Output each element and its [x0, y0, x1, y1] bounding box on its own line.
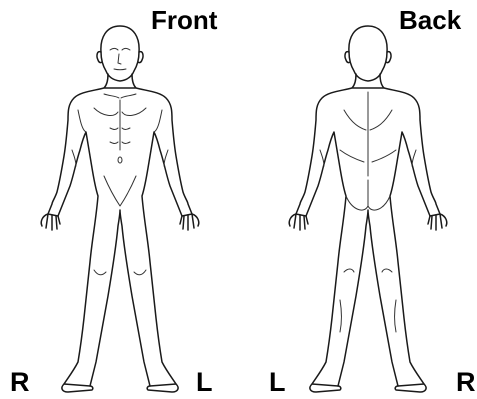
- back-right-side-label: R: [456, 369, 476, 396]
- back-body-figure: [248, 0, 477, 399]
- front-right-side-label: R: [10, 369, 30, 396]
- front-view-label: Front: [151, 7, 217, 33]
- front-left-side-label: L: [196, 369, 213, 396]
- back-left-side-label: L: [269, 369, 286, 396]
- back-view-label: Back: [399, 7, 461, 33]
- front-body-figure: [0, 0, 240, 399]
